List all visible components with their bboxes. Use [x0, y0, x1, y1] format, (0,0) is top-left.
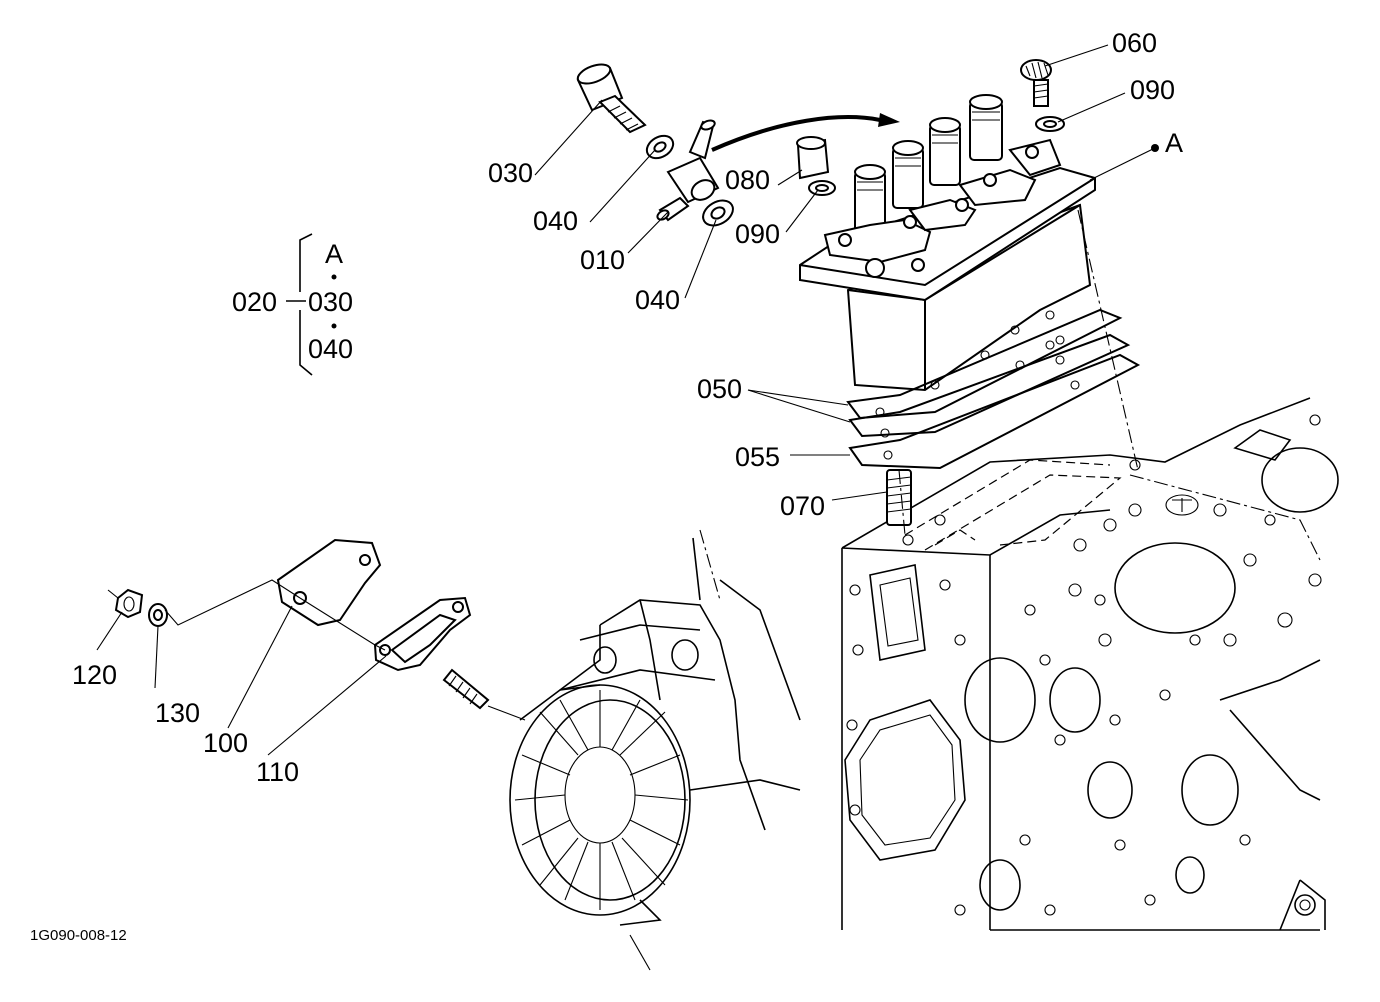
washer-090-left [808, 180, 836, 196]
banjo-bolt-030 [576, 63, 647, 134]
engine-block [841, 397, 1339, 931]
callout-040-lower: 040 [635, 285, 680, 315]
callout-130: 130 [155, 698, 200, 728]
callout-040-upper: 040 [533, 206, 578, 236]
washer-040-lower [702, 199, 734, 227]
banjo-fitting-010 [656, 119, 720, 222]
callout-060: 060 [1112, 28, 1157, 58]
callout-050: 050 [697, 374, 742, 404]
pump-gasket-055 [848, 353, 1141, 470]
air-vent-screw-060 [1020, 59, 1052, 107]
ref-a-dot [1151, 144, 1159, 152]
callout-120: 120 [72, 660, 117, 690]
callout-010: 010 [580, 245, 625, 275]
callout-055: 055 [735, 442, 780, 472]
nut-120 [114, 588, 144, 619]
callout-110: 110 [256, 757, 299, 787]
stud-070 [886, 469, 912, 526]
washer-090-right [1035, 116, 1065, 132]
delivery-valve-holders [854, 94, 1003, 233]
callout-080: 080 [725, 165, 770, 195]
pump-shims-050 [846, 308, 1131, 438]
assembly-arrow [711, 113, 900, 152]
group-member-040: 040 [308, 334, 353, 364]
callout-070: 070 [780, 491, 825, 521]
callout-030: 030 [488, 158, 533, 188]
gasket-110 [373, 596, 472, 672]
cover-plate-100 [276, 538, 382, 627]
cap-080 [796, 136, 830, 180]
callout-090-right: 090 [1130, 75, 1175, 105]
leader-lines [96, 44, 1156, 756]
callout-100: 100 [203, 728, 248, 758]
gear-case-housing [509, 529, 801, 971]
injection-pump [799, 94, 1096, 392]
group-member-a: A [325, 239, 343, 269]
washer-040-upper [645, 134, 675, 160]
callout-090-left: 090 [735, 219, 780, 249]
group-member-030: 030 [308, 287, 353, 317]
washer-130 [148, 603, 168, 627]
drawing-code: 1G090-008-12 [30, 927, 127, 944]
assembly-bracket-020 [286, 233, 337, 376]
group-parent-020: 020 [232, 287, 277, 317]
callout-ref-a: A [1165, 128, 1183, 158]
stud-bolt [442, 668, 490, 710]
